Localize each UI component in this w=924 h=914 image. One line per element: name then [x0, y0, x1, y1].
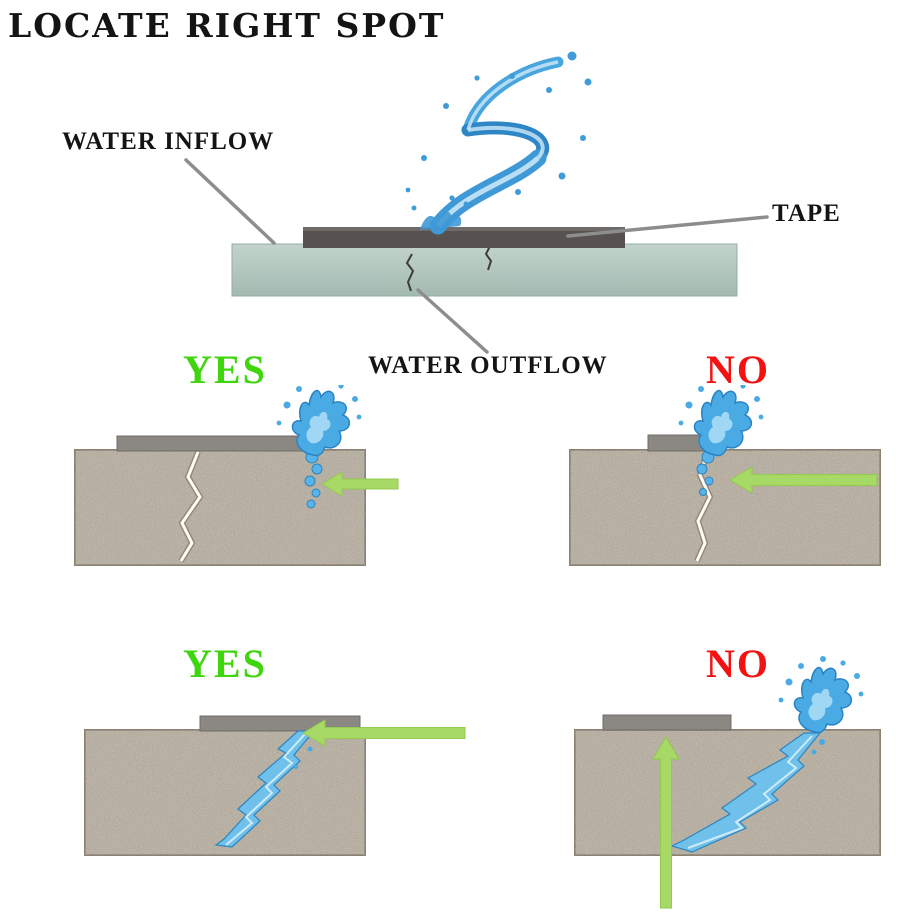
- concrete-block: [569, 449, 881, 566]
- tape-strip: [602, 714, 732, 731]
- concrete-block: [74, 449, 366, 566]
- left-arrow-icon: [302, 719, 466, 747]
- water-inflow-leader-line: [184, 158, 276, 245]
- concrete-block: [574, 729, 881, 856]
- panel-top-right-graphic: [569, 385, 881, 566]
- surface-slab: [231, 243, 738, 297]
- concrete-block: [84, 729, 366, 856]
- verdict-label-bottom-left: YES: [183, 641, 267, 686]
- tape-strip: [303, 227, 625, 248]
- tape-leader-line: [566, 215, 769, 238]
- up-arrow-icon: [652, 736, 680, 909]
- left-arrow-icon: [321, 471, 399, 497]
- panel-top-left-graphic: [74, 385, 399, 566]
- main-diagram-graphic: [184, 51, 769, 354]
- water-splash: [276, 385, 362, 457]
- water-filled-crack: [670, 732, 825, 853]
- tape-label: TAPE: [772, 200, 841, 227]
- water-splash: [778, 656, 864, 734]
- water-splash: [678, 385, 764, 457]
- verdict-label-top-right: NO: [706, 347, 770, 392]
- page-title: LOCATE RIGHT SPOT: [8, 6, 446, 45]
- tape-strip: [116, 435, 311, 452]
- leader-lines: [184, 158, 769, 354]
- panel-bottom-left-graphic: [84, 715, 466, 856]
- left-arrow-icon: [729, 466, 878, 494]
- slab-cracks: [405, 245, 493, 292]
- verdict-label-top-left: YES: [183, 347, 267, 392]
- water-leak-stream: [696, 450, 715, 496]
- water-splash-large: [405, 51, 592, 235]
- verdict-label-bottom-right: NO: [706, 641, 770, 686]
- water-outflow-leader-line: [416, 288, 489, 354]
- block-crack: [178, 450, 204, 563]
- water-inflow-label: WATER INFLOW: [62, 128, 275, 155]
- panel-bottom-right-graphic: [574, 656, 881, 909]
- water-outflow-label: WATER OUTFLOW: [368, 352, 608, 379]
